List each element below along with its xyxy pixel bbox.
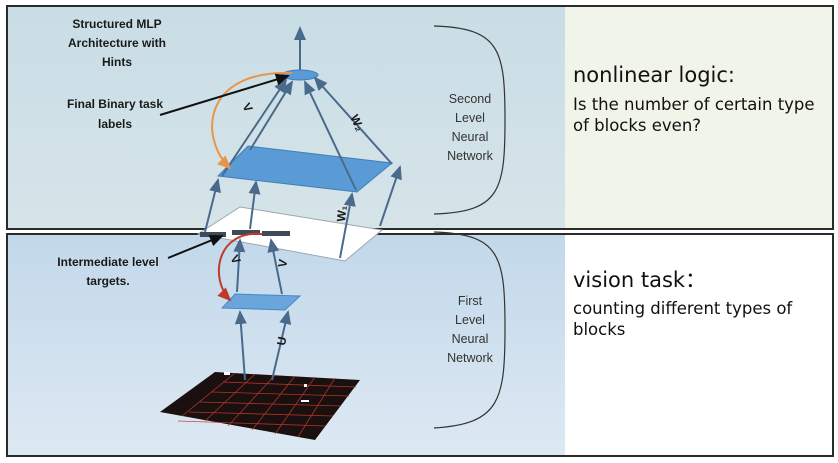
first-level-line-4: Network — [447, 351, 494, 365]
second-level-line-4: Network — [447, 149, 494, 163]
target-bar-1 — [200, 232, 226, 237]
first-level-brace — [433, 231, 506, 429]
red-hint-arc — [217, 232, 263, 302]
final-labels-caption: Final Binary task labels — [67, 97, 163, 131]
weight-v-top: V — [239, 101, 255, 115]
output-arrows — [221, 26, 393, 191]
weight-v-left: V — [227, 253, 243, 267]
first-level-line-2: Level — [455, 313, 485, 327]
first-level-arrows — [233, 238, 292, 381]
intermediate-line-1: Intermediate level — [57, 255, 158, 269]
first-level-hidden-plane — [220, 293, 302, 311]
intermediate-caption: Intermediate level targets. — [57, 255, 158, 288]
target-bar-2 — [232, 230, 260, 235]
second-level-brace — [433, 25, 506, 215]
final-labels-pointer — [159, 73, 290, 116]
orange-hint-arc — [211, 71, 293, 170]
architecture-title: Structured MLP Architecture with Hints — [68, 17, 166, 69]
final-labels-line-1: Final Binary task — [67, 97, 163, 111]
bottom-task-body: counting different types of blocks — [573, 299, 793, 339]
second-level-label: Second Level Neural Network — [447, 92, 494, 163]
output-node — [281, 69, 319, 81]
bottom-task-title: vision task： — [573, 268, 707, 292]
second-level-line-3: Neural — [452, 130, 489, 144]
final-labels-line-2: labels — [98, 117, 132, 131]
top-figure-background — [8, 7, 565, 228]
title-line-2: Architecture with — [68, 36, 166, 50]
title-line-1: Structured MLP — [72, 17, 161, 31]
intermediate-line-2: targets. — [86, 274, 129, 288]
target-bar-3 — [262, 231, 290, 236]
first-level-label: First Level Neural Network — [447, 294, 494, 365]
weight-w1: W₁ — [334, 205, 349, 222]
top-task-body: Is the number of certain type of blocks … — [573, 95, 815, 135]
top-task-title: nonlinear logic: — [573, 63, 736, 87]
second-level-line-1: Second — [449, 92, 491, 106]
weight-w2: W₂ — [347, 112, 367, 133]
intermediate-pointer — [167, 234, 224, 259]
weight-v-bottom: V — [275, 258, 290, 268]
first-level-line-3: Neural — [452, 332, 489, 346]
title-line-3: Hints — [102, 55, 132, 69]
second-level-hidden-plane — [216, 145, 394, 193]
first-level-line-1: First — [458, 294, 483, 308]
second-level-input-arrows — [204, 165, 402, 259]
second-level-line-2: Level — [455, 111, 485, 125]
weight-u: U — [274, 336, 289, 347]
input-grid — [160, 372, 360, 440]
